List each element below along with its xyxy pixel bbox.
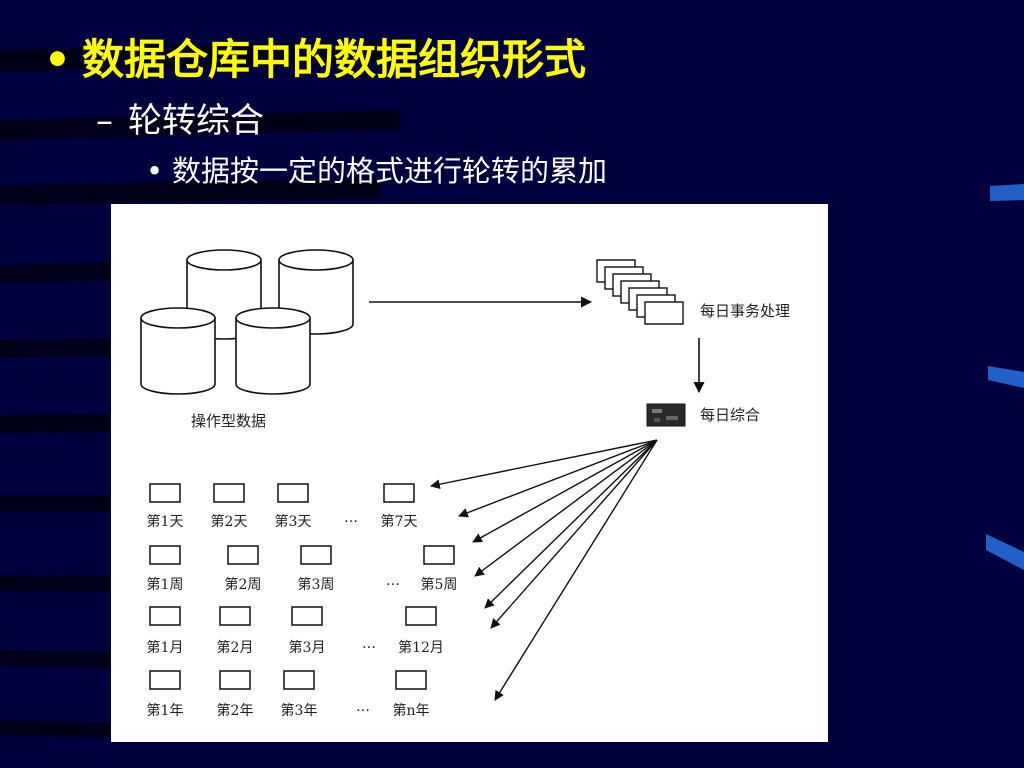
period-label-days: 第2天 [211, 513, 248, 530]
period-box-icon [219, 606, 251, 626]
period-label-weeks: 第3周 [298, 576, 335, 593]
daily-transaction-label: 每日事务处理 [700, 302, 790, 320]
period-box-icon [291, 606, 323, 626]
subtitle-dash: – [96, 101, 113, 141]
sub-point: •数据按一定的格式进行轮转的累加 [146, 150, 607, 192]
period-box-icon [149, 545, 181, 565]
arrow-to-month-row [490, 439, 658, 629]
row-ellipsis: … [344, 510, 358, 526]
database-cylinder-icon [140, 307, 216, 395]
summary-arrows [430, 439, 658, 701]
period-label-years: 第2年 [217, 702, 254, 719]
daily-summary-icon [646, 403, 686, 427]
operational-data-label: 操作型数据 [191, 412, 266, 430]
row-ellipsis: … [386, 573, 400, 589]
period-box-icon [219, 670, 251, 690]
period-box-icon [149, 670, 181, 690]
diagram-figure: 操作型数据 每日事务处理 每日综合 [111, 204, 828, 742]
arrow-to-day-row [458, 439, 658, 518]
period-box-icon [383, 483, 415, 503]
period-label-weeks: 第2周 [225, 576, 262, 593]
period-box-icon [405, 606, 437, 626]
transaction-stack-icon [596, 259, 684, 325]
period-box-icon [227, 545, 259, 565]
title-text: 数据仓库中的数据组织形式 [82, 35, 587, 84]
arrow-to-month12 [484, 439, 658, 609]
period-label-months: 第1月 [147, 639, 184, 656]
operational-database-icons [140, 249, 354, 395]
slide-title: •数据仓库中的数据组织形式 [44, 32, 586, 88]
daily-summary-label: 每日综合 [700, 406, 760, 424]
arrow-to-year-n [494, 439, 658, 701]
sub-point-bullet: • [146, 154, 164, 188]
row-ellipsis: … [362, 636, 376, 652]
database-cylinder-icon [235, 307, 311, 395]
period-box-icon [283, 670, 315, 690]
period-label-years: 第3年 [281, 702, 318, 719]
diagram-canvas: 操作型数据 每日事务处理 每日综合 [140, 249, 790, 719]
period-box-icon [395, 670, 427, 690]
period-box-icon [423, 545, 455, 565]
period-label-months: 第3月 [289, 639, 326, 656]
title-bullet: • [44, 35, 71, 84]
period-label-days: 第1天 [147, 513, 184, 530]
period-label-days: 第3天 [275, 513, 312, 530]
period-box-icon [300, 545, 332, 565]
period-label-years: 第n年 [392, 702, 429, 719]
period-label-weeks: 第5周 [421, 576, 458, 593]
period-label-days: 第7天 [381, 513, 418, 530]
period-box-icon [149, 606, 181, 626]
period-label-weeks: 第1周 [147, 576, 184, 593]
period-rows: 第1天 第2天 第3天 第7天 … 第1周 第2周 第3周 第5周 … 第1月 第2月 第3月 第12月 …… [147, 483, 458, 719]
period-label-months: 第12月 [398, 639, 444, 656]
subtitle: –轮转综合 [96, 98, 264, 144]
arrow-to-week-row [474, 439, 658, 577]
sub-point-text: 数据按一定的格式进行轮转的累加 [172, 154, 608, 188]
period-box-icon [213, 483, 245, 503]
arrow-to-day7 [430, 439, 658, 490]
period-label-years: 第1年 [147, 702, 184, 719]
period-box-icon [149, 483, 181, 503]
arrow-to-week5 [472, 439, 658, 543]
period-box-icon [277, 483, 309, 503]
subtitle-text: 轮转综合 [128, 101, 264, 141]
period-label-months: 第2月 [217, 639, 254, 656]
row-ellipsis: … [356, 699, 370, 715]
